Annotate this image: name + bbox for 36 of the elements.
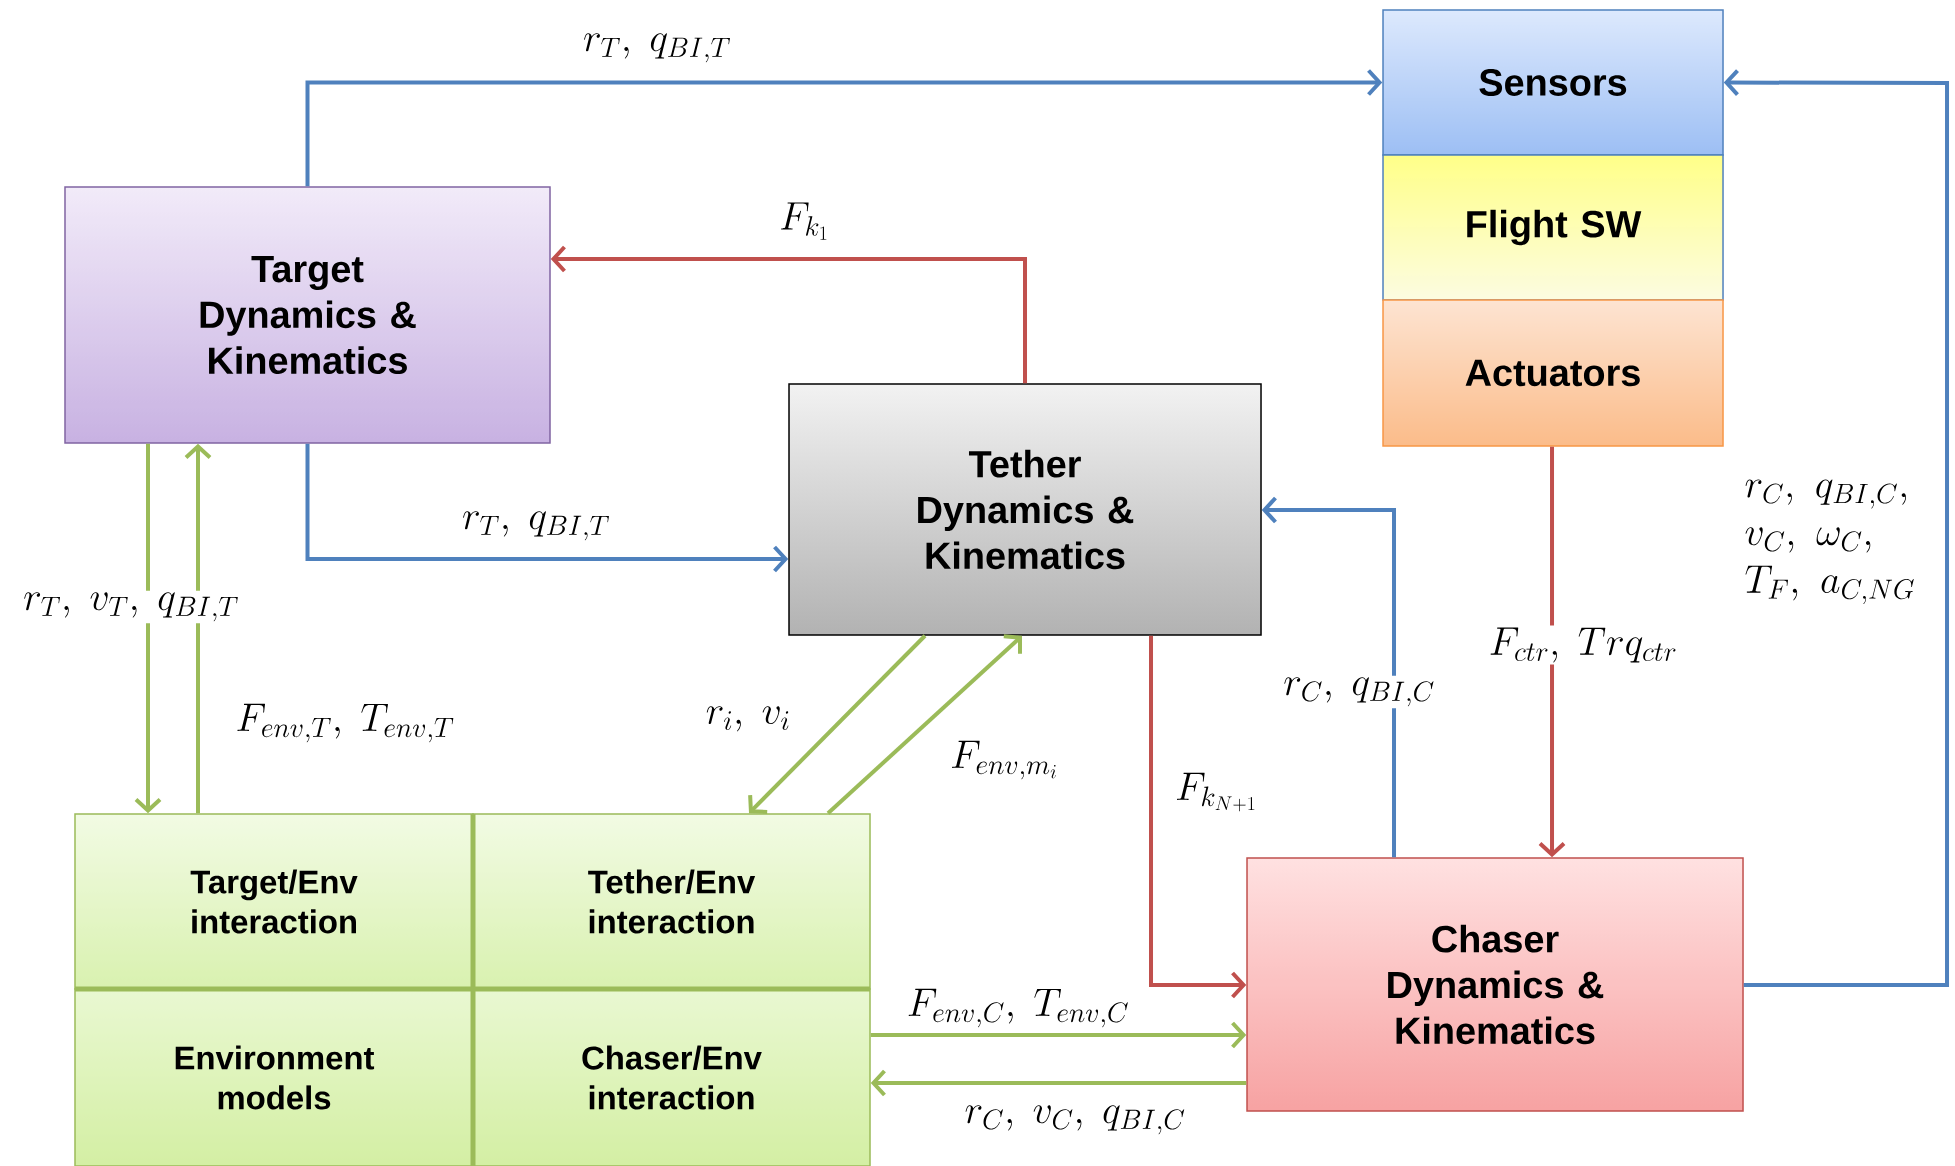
edge-label: $r_{T},\ q_{BI,T}$ (581, 31, 733, 65)
edge-label: $r_{C},\ q_{BI,C}$ (1281, 675, 1437, 709)
edge-label: $F_{k_1}$ (777, 200, 831, 242)
edge-label: $F_{env,m_i}$ (948, 738, 1060, 782)
table-cell: Target/Env interaction (74, 813, 474, 990)
arrow (826, 634, 1022, 815)
arrow (1538, 446, 1566, 858)
arrow (134, 443, 162, 814)
edge-label: $F_{k_{N+1}}$ (1173, 770, 1259, 814)
edge-label: $r_{C},\ v_{C},\ q_{BI,C}$ (962, 1103, 1188, 1137)
arrow (550, 245, 1027, 384)
process-box: Tether Dynamics & Kinematics (788, 383, 1262, 636)
process-box: Target Dynamics & Kinematics (64, 186, 551, 444)
arrow (1149, 635, 1247, 999)
table-cell: Environment models (74, 988, 474, 1166)
module-box: Flight SW (1382, 154, 1724, 301)
process-box: Chaser Dynamics & Kinematics (1246, 857, 1744, 1112)
arrow (305, 443, 789, 573)
edge-label: $r_{T},\ v_{T},\ q_{BI,T}$ (21, 590, 241, 624)
arrow (305, 69, 1383, 187)
edge-label: $F_{env,C},\ T_{env,C}$ (904, 986, 1132, 1030)
edge-label: $F_{env,T},\ T_{env,T}$ (233, 701, 457, 745)
edge-label: $F_{ctr},\ Trq_{ctr}$ (1486, 625, 1680, 665)
edge-label: $r_{C},\ q_{BI,C},\allowbreak\ v_{C},\ \omega_{C},\allowbreak\ T_{F},\ a_{C,NG}$ (1742, 477, 1942, 607)
edge-label: $r_{i},\ v_{i}$ (703, 704, 793, 734)
table-cell: Chaser/Env interaction (472, 988, 871, 1166)
arrow (870, 1069, 1247, 1097)
arrow (748, 634, 927, 814)
arrow (1261, 496, 1396, 858)
module-box: Actuators (1382, 299, 1724, 447)
arrow (870, 1021, 1247, 1049)
arrow (1723, 69, 1949, 987)
table-cell: Tether/Env interaction (472, 813, 871, 990)
edge-label: $r_{T},\ q_{BI,T}$ (460, 509, 612, 543)
arrow (184, 443, 212, 814)
module-box: Sensors (1382, 9, 1724, 156)
